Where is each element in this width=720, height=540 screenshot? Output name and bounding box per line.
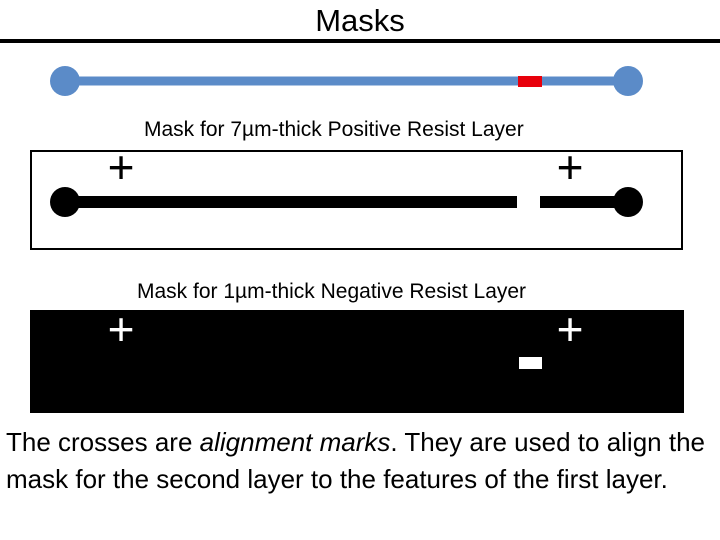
explanation-text-start: The crosses are (6, 427, 200, 457)
wire-pad-right (613, 66, 643, 96)
alignment-mark-negative-left: + (108, 303, 135, 355)
negative-mask-label: Mask for 1µm-thick Negative Resist Layer (137, 280, 527, 303)
positive-mask-pad-right (613, 187, 643, 217)
alignment-mark-positive-right: + (557, 141, 584, 193)
alignment-mark-negative-right: + (557, 303, 584, 355)
title-underline (0, 39, 720, 43)
slide-title: Masks (315, 3, 405, 38)
wire-gap-defect (518, 76, 542, 87)
positive-mask-label: Mask for 7µm-thick Positive Resist Layer (144, 118, 524, 141)
wire-pad-left (50, 66, 80, 96)
negative-resist-mask (30, 310, 684, 413)
alignment-marks-term: alignment marks (199, 427, 391, 457)
negative-mask-gap (519, 357, 542, 369)
explanation-text-end: . They are used to align the mask for th… (6, 427, 705, 494)
alignment-mark-positive-left: + (108, 141, 135, 193)
positive-mask-pad-left (50, 187, 80, 217)
explanation-text: The crosses are alignment marks. They ar… (6, 424, 712, 498)
